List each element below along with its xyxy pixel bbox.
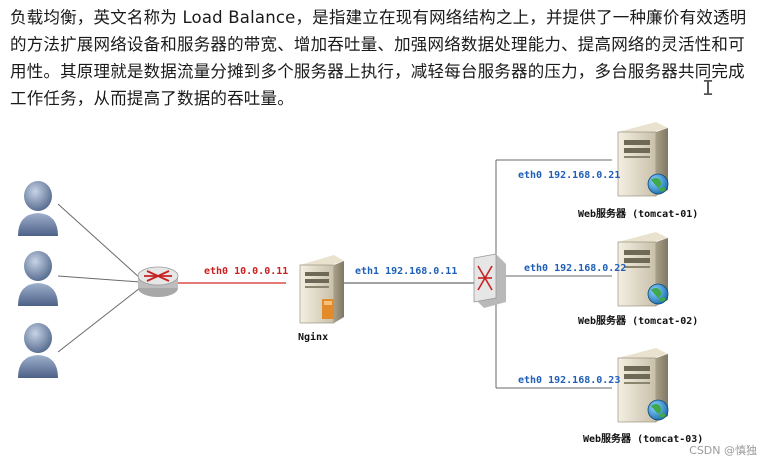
globe-icon <box>647 283 669 305</box>
client-2 <box>18 251 58 306</box>
client-links <box>57 203 141 353</box>
text-cursor-icon: I <box>702 76 715 100</box>
server-icon <box>299 255 344 324</box>
nginx-switch-eth-label: eth1 192.168.0.11 <box>355 266 457 277</box>
web-server-3 <box>617 348 669 423</box>
router-nginx-eth-label: eth0 10.0.0.11 <box>204 266 288 277</box>
server-links <box>495 159 612 389</box>
user-icon <box>18 323 58 378</box>
web-server-1 <box>617 122 669 197</box>
user-icon <box>18 251 58 306</box>
client-1 <box>18 181 58 236</box>
switch-icon <box>473 253 506 308</box>
router-icon <box>137 266 179 297</box>
server-2-eth-label: eth0 192.168.0.22 <box>524 263 626 274</box>
server-1-eth-label: eth0 192.168.0.21 <box>518 170 620 181</box>
web-server-2 <box>617 232 669 307</box>
globe-icon <box>647 173 669 195</box>
server-1-name: Web服务器 (tomcat-01) <box>578 207 698 220</box>
nginx-label: Nginx <box>298 331 328 343</box>
globe-icon <box>647 399 669 421</box>
server-2-name: Web服务器 (tomcat-02) <box>578 314 698 327</box>
client-3 <box>18 323 58 378</box>
intro-paragraph: 负载均衡，英文名称为 Load Balance，是指建立在现有网络结构之上，并提… <box>10 8 747 108</box>
server-3-eth-label: eth0 192.168.0.23 <box>518 375 620 386</box>
router <box>137 266 179 297</box>
user-icon <box>18 181 58 236</box>
switch <box>473 253 506 308</box>
nginx-server <box>299 255 344 324</box>
server-3-name: Web服务器 (tomcat-03) <box>583 432 703 445</box>
watermark: CSDN @慎独 <box>689 444 757 457</box>
